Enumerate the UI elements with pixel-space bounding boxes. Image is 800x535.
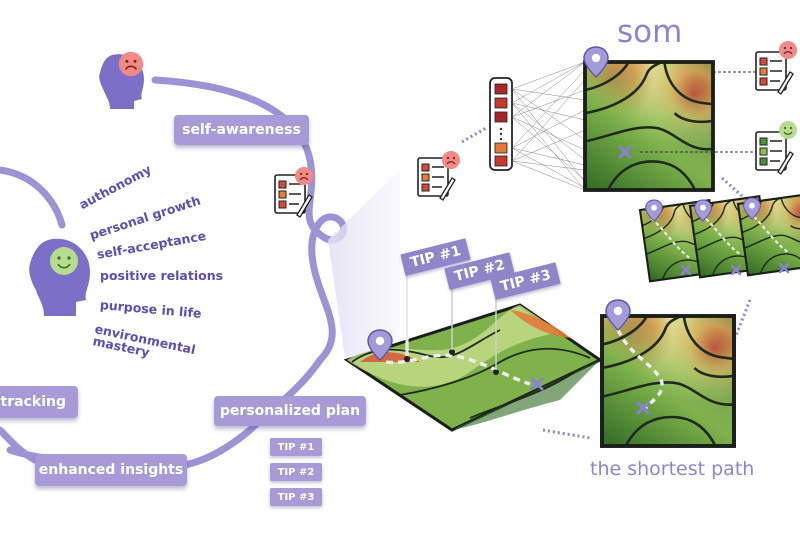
dotted-connector <box>461 126 487 144</box>
dotted-connector <box>542 428 591 440</box>
stacked-map-1 <box>638 199 721 283</box>
som-map <box>583 60 715 192</box>
inner-arc-lower <box>0 426 39 464</box>
projection-cone <box>328 170 400 358</box>
stacked-map-2 <box>688 195 771 279</box>
page-title: som <box>617 14 683 50</box>
node-enhanced-insights: enhanced insights <box>35 454 187 486</box>
connection-lines <box>511 61 586 191</box>
happy-face-icon <box>50 247 78 275</box>
node-progress-tracking: s tracking <box>0 386 78 418</box>
shortest-path-label: the shortest path <box>590 458 755 480</box>
neuron-vector-icon <box>489 77 513 171</box>
wellbeing-label: positive relations <box>100 268 224 283</box>
node-self-awareness: self-awareness <box>174 115 309 145</box>
tip-item: TIP #3 <box>270 488 322 506</box>
dotted-connector <box>733 299 752 339</box>
tip-item: TIP #1 <box>270 438 322 456</box>
stacked-map-3 <box>736 193 800 277</box>
tip-item: TIP #2 <box>270 463 322 481</box>
shortest-path-map <box>600 314 736 448</box>
dotted-connector <box>720 176 744 198</box>
inner-arc <box>0 166 66 229</box>
perspective-map <box>343 303 603 432</box>
node-personalized-plan: personalized plan <box>214 396 366 426</box>
